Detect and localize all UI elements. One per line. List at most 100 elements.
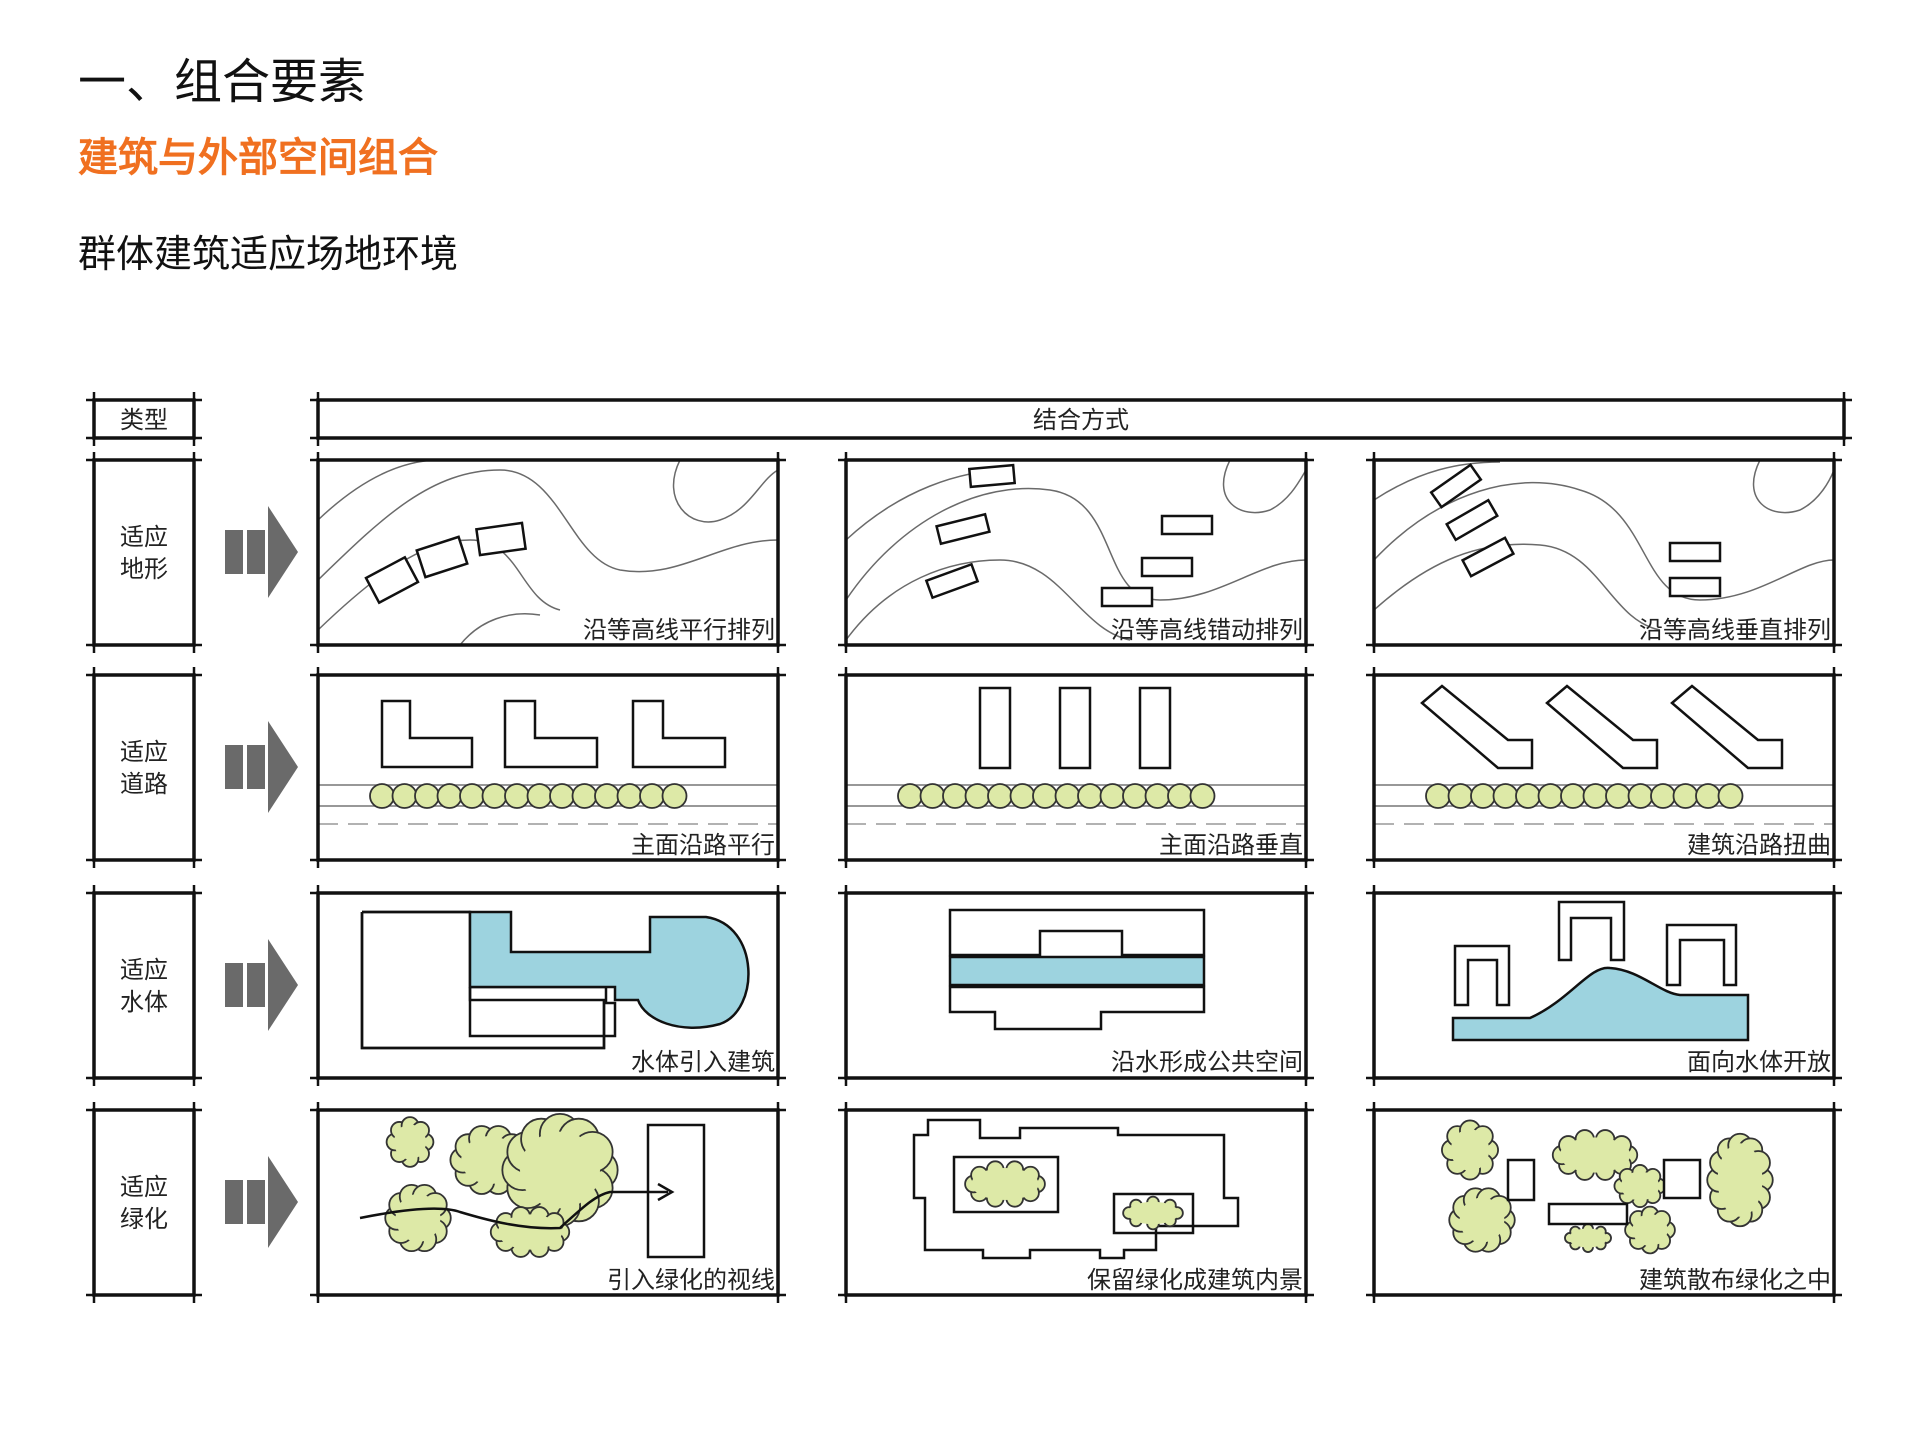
- tree-icon: [526, 783, 553, 809]
- cell-caption: 主面沿路平行: [631, 831, 775, 859]
- tree-icon: [571, 783, 598, 809]
- method-cell-frame: [838, 667, 1314, 868]
- cell-water-public-space: 沿水形成公共空间: [948, 908, 1303, 1076]
- tree-icon: [1077, 783, 1103, 809]
- method-cell-frame: [310, 885, 786, 1086]
- tree-cluster-icon: [385, 1116, 435, 1168]
- arrow-icon: [225, 939, 298, 1031]
- tree-icon: [1032, 783, 1058, 809]
- type-cell-greenery: 适应 绿化: [92, 1108, 196, 1297]
- tree-icon: [964, 783, 991, 809]
- cell-caption: 保留绿化成建筑内景: [1087, 1266, 1303, 1294]
- method-cell-frame: [1366, 1102, 1842, 1303]
- tree-icon: [1515, 783, 1541, 809]
- arrow-icon: [225, 506, 298, 598]
- type-label-line-1: 适应: [120, 1173, 168, 1201]
- tree-icon: [1672, 783, 1699, 809]
- tree-cluster-icon: [501, 1112, 619, 1228]
- type-label-line-2: 绿化: [120, 1205, 168, 1233]
- tree-icon: [919, 783, 946, 809]
- type-header-cell: 类型: [86, 392, 202, 446]
- tree-cluster-icon: [964, 1160, 1046, 1208]
- cell-caption: 沿等高线垂直排列: [1639, 616, 1831, 644]
- method-cell-frame: [310, 667, 786, 868]
- cell-caption: 引入绿化的视线: [607, 1266, 775, 1294]
- cell-water-open-facing: 面向水体开放: [1451, 900, 1831, 1076]
- tree-icon: [414, 783, 440, 809]
- tree-icon: [661, 783, 688, 809]
- type-label-line-2: 地形: [120, 555, 168, 583]
- section-title: 群体建筑适应场地环境: [78, 232, 459, 276]
- tree-icon: [1650, 783, 1676, 809]
- cell-terrain-staggered: 沿等高线错动排列: [846, 460, 1306, 644]
- method-cell-frame: [310, 1102, 786, 1303]
- tree-icon: [391, 783, 418, 809]
- tree-cluster-icon: [1551, 1129, 1639, 1181]
- tree-icon: [1582, 783, 1609, 809]
- tree-icon: [1470, 783, 1496, 809]
- cell-caption: 建筑沿路扭曲: [1687, 831, 1831, 859]
- type-cell-road: 适应 道路: [92, 673, 196, 862]
- cell-terrain-parallel: 沿等高线平行排列: [318, 460, 778, 645]
- method-cell-frame: [838, 452, 1314, 653]
- tree-icon: [1447, 783, 1474, 809]
- type-label-line-1: 适应: [120, 956, 168, 984]
- type-label-line-2: 水体: [120, 988, 168, 1016]
- cell-caption: 沿水形成公共空间: [1111, 1048, 1303, 1076]
- tree-icon: [1009, 783, 1036, 809]
- tree-icon: [1099, 783, 1126, 809]
- cell-caption: 主面沿路垂直: [1159, 831, 1303, 859]
- tree-icon: [594, 783, 620, 809]
- tree-icon: [1425, 783, 1451, 809]
- method-cell-frame: [1366, 452, 1842, 653]
- arrow-icon: [225, 721, 298, 813]
- tree-icon: [1560, 783, 1586, 809]
- cell-greenery-sightline: 引入绿化的视线: [359, 1112, 775, 1294]
- tree-icon: [1695, 783, 1721, 809]
- tree-icon: [1605, 783, 1631, 809]
- cell-caption: 面向水体开放: [1687, 1048, 1831, 1076]
- tree-cluster-icon: [489, 1206, 571, 1258]
- tree-icon: [1167, 783, 1193, 809]
- cell-greenery-scattered: 建筑散布绿化之中: [1441, 1119, 1831, 1294]
- tree-icon: [616, 783, 643, 809]
- type-label-line-2: 道路: [120, 770, 168, 798]
- page-title: 一、组合要素: [78, 54, 367, 110]
- tree-cluster-icon: [1448, 1187, 1516, 1253]
- method-cell-frame: [1366, 667, 1842, 868]
- type-cell-frame: [86, 885, 202, 1086]
- tree-icon: [481, 783, 508, 809]
- tree-cluster-icon: [1706, 1132, 1774, 1228]
- tree-cluster-icon: [1441, 1119, 1499, 1181]
- tree-icon: [639, 783, 665, 809]
- tree-cluster-icon: [1624, 1205, 1676, 1255]
- tree-icon: [1627, 783, 1654, 809]
- page-subtitle: 建筑与外部空间组合: [78, 135, 438, 181]
- tree-icon: [369, 783, 395, 809]
- cell-road-parallel: 主面沿路平行: [318, 699, 778, 859]
- tree-icon: [897, 783, 923, 809]
- cell-water-into-building: 水体引入建筑: [360, 910, 775, 1076]
- cell-caption: 水体引入建筑: [631, 1048, 775, 1076]
- type-cell-frame: [86, 1102, 202, 1303]
- tree-icon: [1717, 783, 1744, 809]
- tree-icon: [504, 783, 530, 809]
- type-cell-frame: [86, 667, 202, 868]
- tree-icon: [1492, 783, 1519, 809]
- cell-road-twisted: 建筑沿路扭曲: [1374, 684, 1834, 859]
- cell-caption: 沿等高线错动排列: [1111, 616, 1303, 644]
- tree-icon: [1144, 783, 1171, 809]
- tree-icon: [1122, 783, 1148, 809]
- method-header-label: 结合方式: [1033, 406, 1129, 434]
- cell-terrain-perpendicular: 沿等高线垂直排列: [1374, 460, 1834, 644]
- tree-icon: [436, 783, 463, 809]
- tree-icon: [549, 783, 575, 809]
- type-cell-frame: [86, 452, 202, 653]
- tree-icon: [942, 783, 968, 809]
- tree-cluster-icon: [384, 1183, 452, 1253]
- type-label-line-1: 适应: [120, 523, 168, 551]
- type-label-line-1: 适应: [120, 738, 168, 766]
- type-cell-water: 适应 水体: [92, 891, 196, 1080]
- tree-cluster-icon: [1122, 1195, 1184, 1231]
